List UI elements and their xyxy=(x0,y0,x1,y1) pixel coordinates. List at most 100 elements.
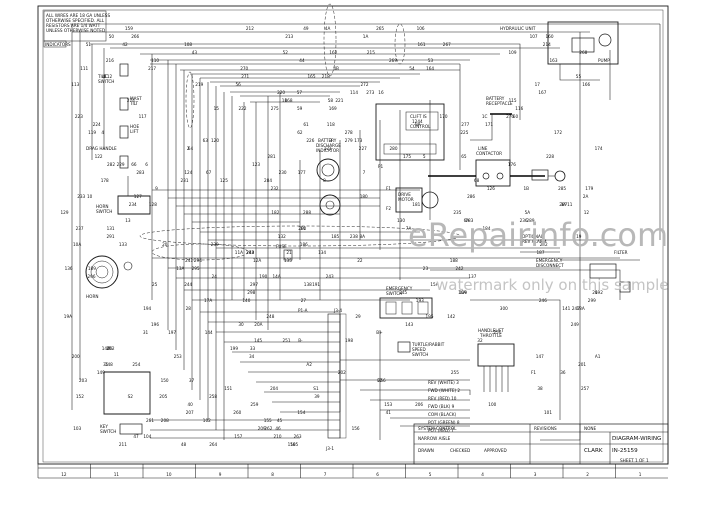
wire-number: 47 xyxy=(133,434,139,439)
wire-number: 179 xyxy=(585,186,593,191)
wire-number: 276 xyxy=(506,114,514,119)
wire-number: 50 xyxy=(109,34,115,39)
note-line-4: UNLESS OTHERWISE NOTED xyxy=(46,28,105,33)
wire-number: 55 xyxy=(576,74,582,79)
wire-number: 257 xyxy=(581,386,589,391)
drag-handle-label: DRAG HANDLE xyxy=(86,146,117,151)
wire-number: 8A xyxy=(360,234,366,239)
wire-number: 19A xyxy=(64,314,72,319)
wire-number: 282 xyxy=(107,162,115,167)
wire-number: 110 xyxy=(151,58,159,63)
wire-number: 54 xyxy=(409,66,415,71)
title-drawing-number: IN-25159 xyxy=(612,448,638,454)
relay-f1-label: F1 xyxy=(386,186,391,191)
wire-number: 16 xyxy=(378,90,384,95)
connector-b-label: J3-4 xyxy=(333,308,342,313)
wire-number: 279 xyxy=(345,138,353,143)
wire-number: 222 xyxy=(239,106,247,111)
wire-number: 152 xyxy=(76,394,84,399)
title-company: CLARK xyxy=(584,448,603,454)
wire-number: 251 xyxy=(283,338,291,343)
turtle-rabbit-switch: TURTLE/RABBIT SPEED SWITCH xyxy=(397,341,445,357)
wire-number: 207 xyxy=(186,410,194,415)
wire-number: 26 xyxy=(592,290,598,295)
wire-number: 160 xyxy=(546,34,554,39)
column-label: 1 xyxy=(639,472,642,477)
wire-number: 151 xyxy=(224,386,232,391)
column-label: 11 xyxy=(114,472,120,477)
wire-number: 201 xyxy=(578,362,586,367)
wire-number: A1 xyxy=(595,354,601,359)
note-indicators: INDICATORS xyxy=(45,42,71,47)
wire-number: 42 xyxy=(122,42,128,47)
wire-number: 59 xyxy=(297,106,303,111)
wire-number: 135 xyxy=(284,258,292,263)
title-block: SYSTEM CONTROL NARROW AISLE DRAWN CHECKE… xyxy=(413,423,669,465)
wire-number: 123 xyxy=(252,162,260,167)
column-label: 12 xyxy=(61,472,67,477)
title-drawing-name: DIAGRAM-WIRING xyxy=(612,436,661,442)
wire-number: 197 xyxy=(168,330,176,335)
notes-block: ALL WIRES ARE 18 GA UNLESS OTHERWISE SPE… xyxy=(43,10,110,48)
wire-number: 245 xyxy=(399,290,407,295)
wire-number: 45 xyxy=(277,418,283,423)
watermark-main: eRepairinfo.com xyxy=(408,216,668,254)
wire-number: 63 xyxy=(203,138,209,143)
note-line-3: RESISTORS ARE 1/4 WATT xyxy=(46,23,101,28)
wire-number: 103 xyxy=(73,426,81,431)
key-switch-label-2: SWITCH xyxy=(100,429,116,434)
wire-number: 299 xyxy=(588,298,596,303)
wire-number: 58 xyxy=(328,98,334,103)
wire-number: 192 xyxy=(595,290,603,295)
wire-number: 112 xyxy=(104,74,112,79)
wire-number: 280 xyxy=(390,146,398,151)
hoe-lift-label-1: HOE xyxy=(130,124,139,129)
drive-motor-label-1: DRIVE xyxy=(398,192,411,197)
wire-number: 1C xyxy=(482,114,488,119)
wire-number: 265 xyxy=(376,26,384,31)
wire-number: 232 xyxy=(271,186,279,191)
wire-number: 219 xyxy=(195,82,203,87)
wire-number: 13 xyxy=(125,218,131,223)
wire-number: 277 xyxy=(461,122,469,127)
wire-number: 147 xyxy=(536,354,544,359)
wire-number: 146 xyxy=(102,346,110,351)
handle-wire-5: COM (BLACK) xyxy=(428,412,457,417)
wire-number: 149 xyxy=(97,370,105,375)
wire-number: 170 xyxy=(440,114,448,119)
wire-number: 10A xyxy=(73,242,81,247)
wire-number: M- xyxy=(108,346,114,351)
wire-number: 49 xyxy=(303,26,309,31)
wire-number: 111 xyxy=(80,66,88,71)
handlelift-label-2: THROTTLE xyxy=(479,333,502,338)
wire-number: 104 xyxy=(143,434,151,439)
wire-number: 108 xyxy=(184,42,192,47)
wire-number: 176 xyxy=(508,162,516,167)
wire-number: 105 xyxy=(290,442,298,447)
column-label: 6 xyxy=(376,472,379,477)
wire-number: 224 xyxy=(93,122,101,127)
wire-number: 173 xyxy=(354,138,362,143)
wire-number: 175 xyxy=(403,154,411,159)
wire-number: 233 xyxy=(77,194,85,199)
wire-number: 19 xyxy=(576,234,582,239)
wire-number: 10 xyxy=(87,194,93,199)
key-switch-label-1: KEY xyxy=(100,424,108,429)
wire-number: 184 xyxy=(483,226,491,231)
wire-number: 136 xyxy=(65,266,73,271)
wire-number: 127 xyxy=(134,194,142,199)
left-switches: TILT SWITCH MAST TILT HOE LIFT DRAG HAND… xyxy=(86,63,151,215)
title-checked: CHECKED xyxy=(450,448,470,453)
wire-number: 268 xyxy=(579,50,587,55)
wire-number: 15 xyxy=(214,106,220,111)
wire-number: 220 xyxy=(277,90,285,95)
wire-number: 106 xyxy=(417,26,425,31)
wire-number: 189 xyxy=(88,266,96,271)
wire-number: 52 xyxy=(283,50,289,55)
wire-number: 38 xyxy=(537,386,543,391)
wire-number: 125 xyxy=(220,178,228,183)
wire-number: 244 xyxy=(184,282,192,287)
wire-number: 249 xyxy=(571,322,579,327)
wire-number: 185 xyxy=(331,234,339,239)
bdi-label-2: DISCHARGE xyxy=(316,143,341,148)
